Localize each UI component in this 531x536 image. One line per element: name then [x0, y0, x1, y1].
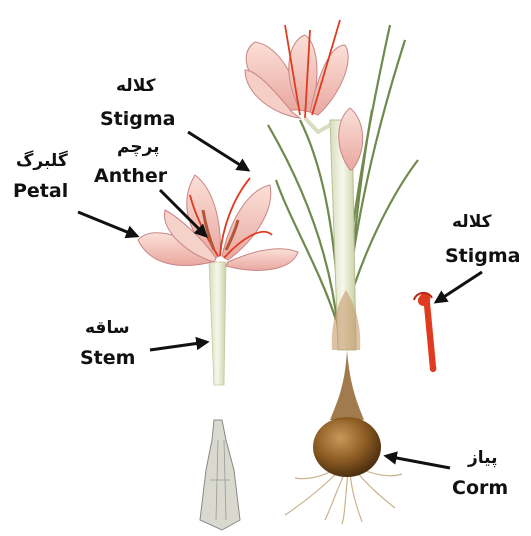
left-flower	[138, 175, 298, 385]
top-flower	[245, 20, 348, 132]
arrow-petal	[78, 212, 137, 236]
right-plant	[245, 20, 418, 524]
anther-label-fa: پرچم	[117, 139, 160, 156]
stigma-right-label-fa: کلاله	[452, 214, 492, 231]
arrow-stigma-right	[436, 272, 482, 302]
stem-base-detail	[200, 420, 240, 530]
petal-label-fa: گلبرگ	[16, 153, 68, 170]
stem-label-fa: ساقه	[85, 320, 130, 337]
petal-label-en: Petal	[13, 182, 68, 201]
arrow-corm	[386, 456, 450, 468]
stem-label-en: Stem	[80, 349, 135, 368]
stigma-right-label-en: Stigma	[445, 247, 521, 266]
stigma-top-label-en: Stigma	[100, 110, 176, 129]
corm-label-en: Corm	[452, 479, 508, 498]
isolated-stigma	[414, 293, 436, 372]
left-stem	[209, 262, 226, 385]
corm	[313, 417, 381, 477]
arrow-stem	[150, 342, 207, 350]
arrow-stigma-top	[188, 132, 248, 170]
anther-label-en: Anther	[94, 167, 167, 186]
stigma-top-label-fa: کلاله	[116, 78, 156, 95]
corm-label-fa: پیاز	[468, 450, 498, 467]
